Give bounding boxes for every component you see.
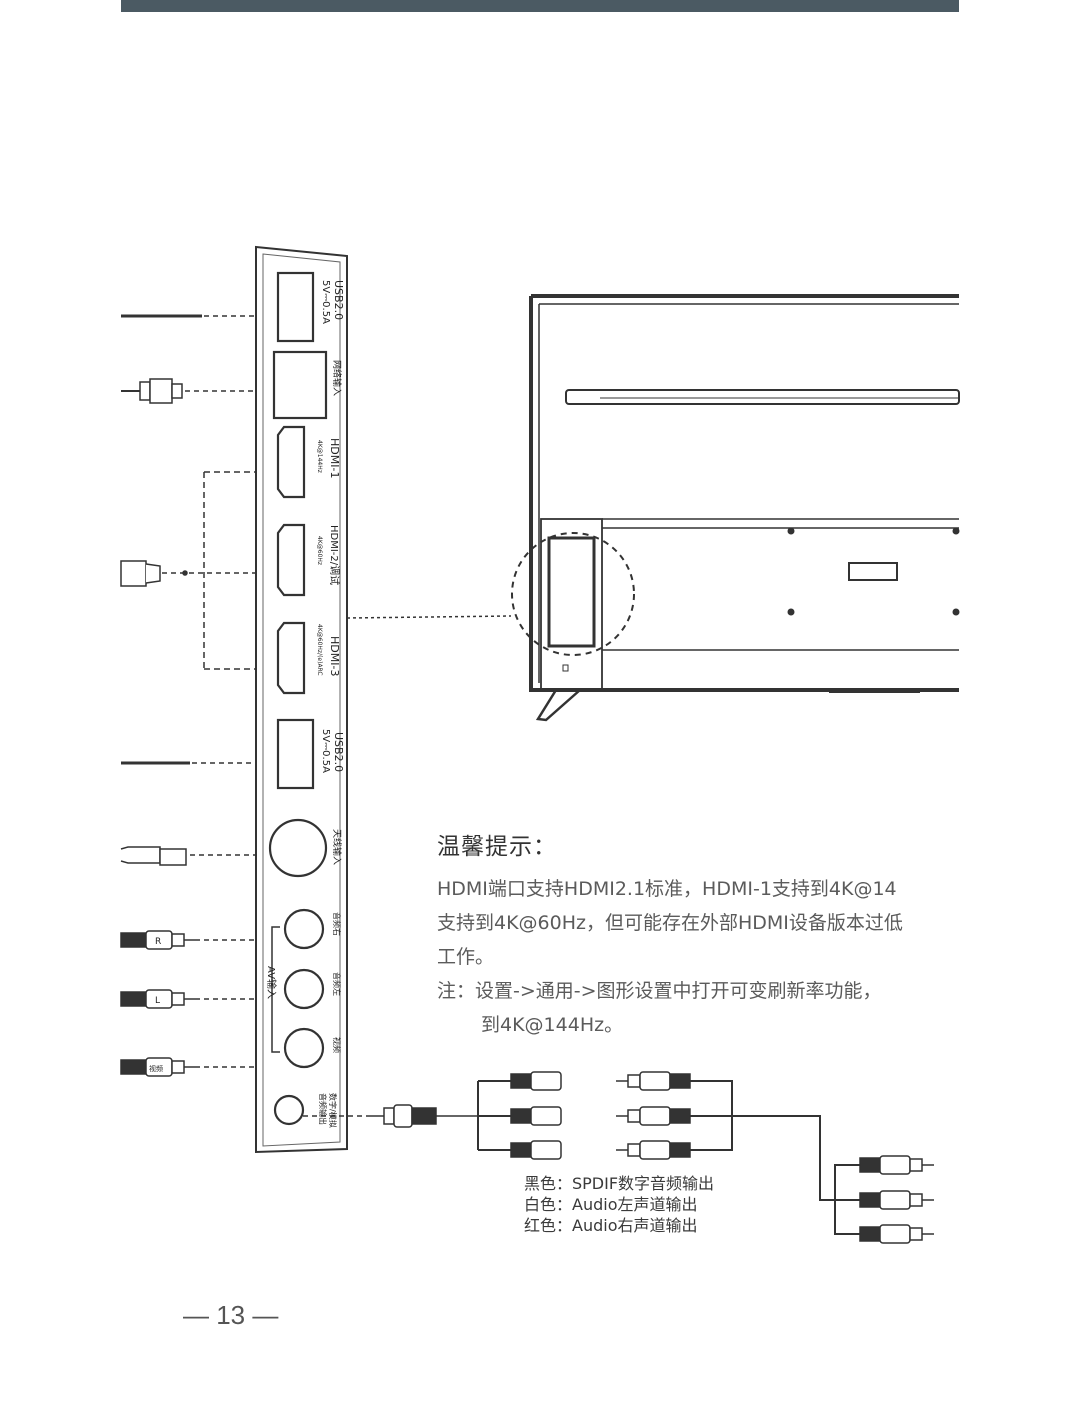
port-label: 天线输入 [331,829,343,865]
lan-port [272,350,328,420]
usb-port-1 [276,271,315,343]
rca-cable-right [120,930,256,950]
legend-line-white: 白色：Audio左声道输出 [524,1195,698,1214]
hint-body: HDMI端口支持HDMI2.1标准，HDMI-1支持到4K@14 支持到4K@6… [437,872,959,1042]
port-spec: 5V⎓0.5A [320,729,331,773]
hint-line: 到4K@144Hz。 [481,1014,624,1036]
hint-title: 温馨提示： [437,834,557,860]
port-labels: USB2.0 5V⎓0.5A 网络输入 HDMI-1 4K@144Hz HDMI… [265,280,345,1128]
port-label: HDMI-2/调试 [328,525,341,585]
rca-cable-left [120,989,256,1009]
port-panel [255,245,348,1154]
hdmi-port-3 [276,621,306,695]
tv-back-view [511,294,960,722]
hint-line: 工作。 [437,946,495,968]
cable-letter-video: 视频 [149,1064,163,1073]
hdmi-port-1 [276,425,306,499]
port-label: 数字/模拟 [328,1093,338,1128]
port-label: 音频右 [332,912,342,936]
port-spec: 5V⎓0.5A [320,280,331,324]
hint-line: 支持到4K@60Hz，但可能存在外部HDMI设备版本过低 [437,912,903,934]
audio-right-jack [283,908,325,950]
rca-cable-video [120,1057,256,1077]
port-spec: 4K@144Hz [316,440,323,473]
top-bar [121,0,959,12]
port-spec: 4K@60Hz/(e)ARC [316,624,323,676]
port-spec: 音频输出 [318,1093,328,1125]
hdmi-cable [120,471,256,670]
port-label: HDMI-3 [328,636,341,676]
port-label: HDMI-1 [328,438,341,478]
av-group-label: AV输入 [265,966,278,999]
port-label: 网络输入 [331,360,343,396]
audio-out-cable [303,1071,934,1244]
legend-line-black: 黑色：SPDIF数字音频输出 [524,1174,715,1193]
video-jack [283,1027,325,1069]
audio-left-jack [283,968,325,1010]
usb-port-2 [276,718,315,790]
cable-letter-r: R [155,937,161,947]
antenna-port [268,818,328,878]
cable-letter-l: L [155,996,160,1006]
av-bracket [271,926,280,1053]
color-legend: 黑色：SPDIF数字音频输出 白色：Audio左声道输出 红色：Audio右声道… [524,1173,714,1236]
port-label: USB2.0 [332,732,345,772]
port-label: 视频 [332,1037,342,1053]
antenna-cable [120,846,256,866]
spdif-jack [273,1094,305,1126]
page-number: — 13 — [183,1300,279,1330]
hdmi-port-2 [276,523,306,597]
port-label: USB2.0 [332,280,345,320]
lan-cable [121,378,256,404]
port-label: 音频左 [332,972,342,996]
leader-line [346,615,512,619]
port-spec: 4K@60Hz [316,536,323,565]
hint-line: HDMI端口支持HDMI2.1标准，HDMI-1支持到4K@14 [437,878,897,900]
legend-line-red: 红色：Audio右声道输出 [524,1216,698,1235]
hint-line: 注：设置->通用->图形设置中打开可变刷新率功能， [437,980,882,1002]
